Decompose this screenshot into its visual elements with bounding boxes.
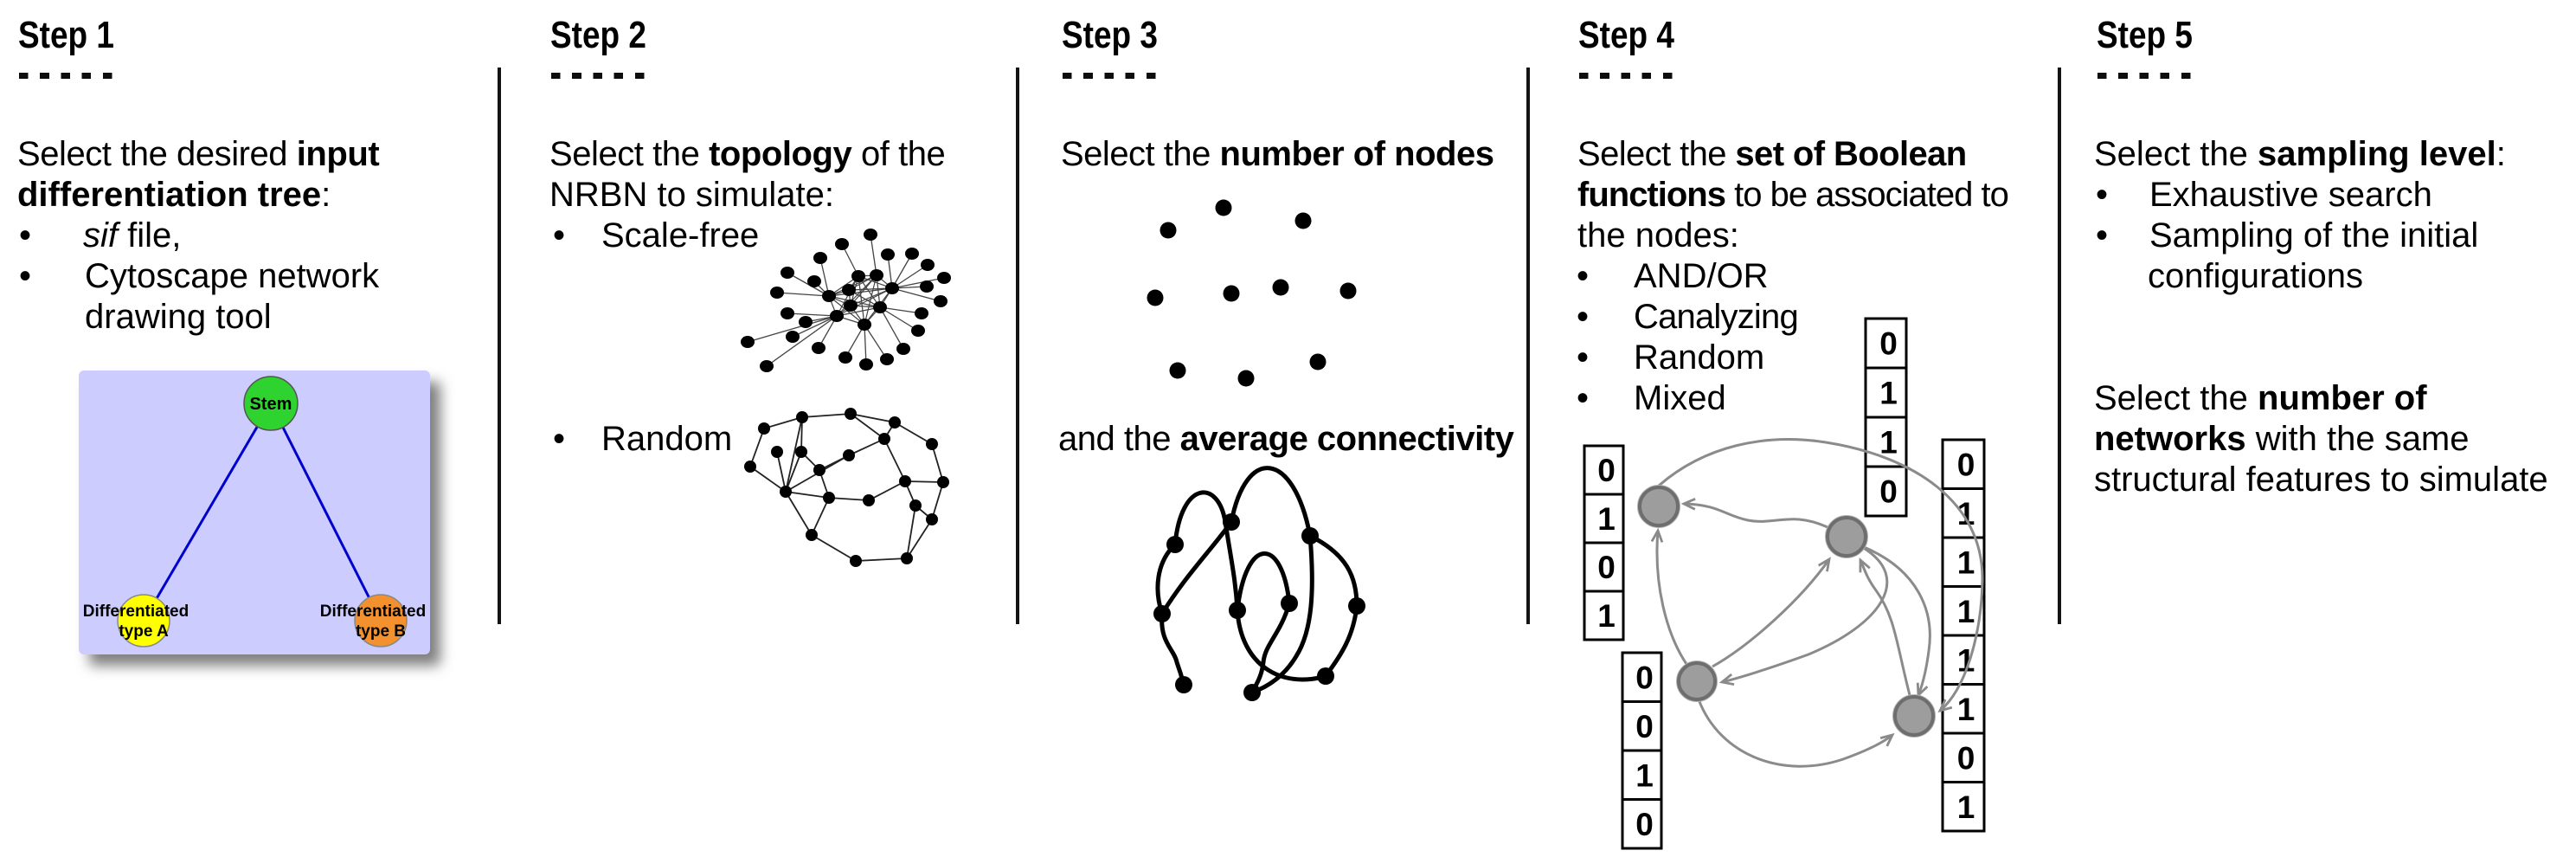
svg-text:1: 1 bbox=[1635, 757, 1654, 793]
svg-text:1: 1 bbox=[1879, 376, 1898, 411]
svg-text:0: 0 bbox=[1597, 453, 1616, 488]
svg-text:1: 1 bbox=[1957, 594, 1975, 629]
svg-text:0: 0 bbox=[1635, 709, 1654, 744]
svg-text:1: 1 bbox=[1957, 789, 1975, 825]
svg-text:1: 1 bbox=[1957, 544, 1975, 580]
svg-text:Stem: Stem bbox=[250, 395, 292, 414]
svg-text:Differentiated: Differentiated bbox=[320, 602, 426, 621]
svg-text:type B: type B bbox=[356, 622, 406, 641]
svg-text:0: 0 bbox=[1879, 474, 1898, 510]
svg-text:0: 0 bbox=[1635, 660, 1654, 695]
svg-text:0: 0 bbox=[1879, 326, 1898, 362]
svg-text:Differentiated: Differentiated bbox=[83, 602, 189, 621]
svg-text:type A: type A bbox=[119, 622, 169, 641]
svg-text:0: 0 bbox=[1957, 740, 1975, 776]
svg-text:1: 1 bbox=[1597, 501, 1616, 537]
svg-text:0: 0 bbox=[1597, 550, 1616, 585]
svg-text:1: 1 bbox=[1957, 642, 1975, 678]
svg-text:0: 0 bbox=[1635, 807, 1654, 842]
svg-text:1: 1 bbox=[1957, 692, 1975, 727]
svg-text:1: 1 bbox=[1957, 496, 1975, 532]
svg-text:1: 1 bbox=[1597, 598, 1616, 634]
svg-text:0: 0 bbox=[1957, 447, 1975, 482]
svg-text:1: 1 bbox=[1879, 425, 1898, 461]
